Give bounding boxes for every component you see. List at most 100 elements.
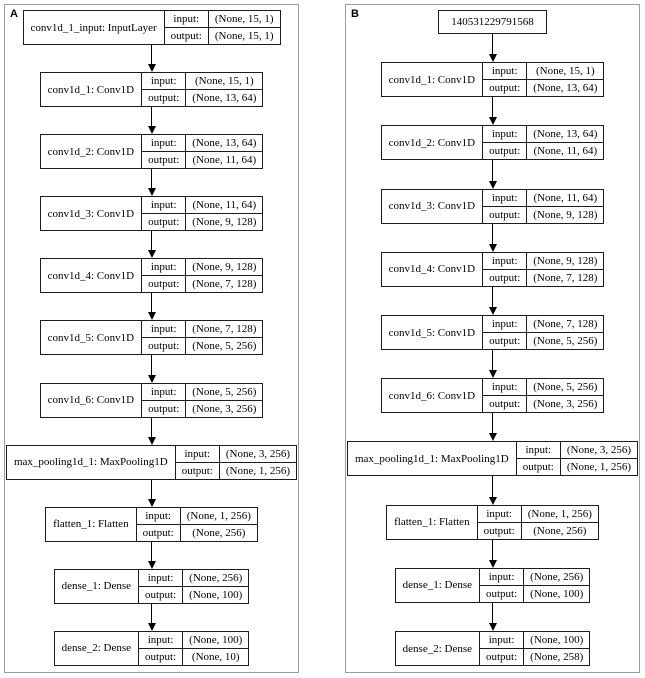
io-label-input: input: [491, 318, 518, 331]
arrowhead-icon [147, 374, 156, 383]
io-shape-output: (None, 258) [523, 648, 590, 666]
io-label-input: input: [145, 509, 171, 522]
io-shape-input: (None, 7, 128) [526, 316, 603, 333]
flow-arrow [488, 34, 497, 63]
io-label-output: output: [139, 647, 183, 665]
arrow-line [492, 223, 493, 245]
layer-name: dense_2: Dense [61, 642, 131, 655]
io-shape-input: (None, 1, 256) [179, 507, 257, 524]
io-label-output: output: [480, 648, 524, 665]
arrow-line [151, 479, 152, 500]
arrow-line [151, 603, 152, 624]
arrowhead-icon [147, 436, 156, 445]
io-shape-input: (None, 3, 256) [218, 445, 296, 462]
io-label-output: output: [136, 523, 180, 541]
io-shape-output: (None, 100) [182, 585, 249, 603]
io-label-output: output: [164, 27, 208, 44]
arrow-line [151, 417, 152, 438]
arrow-line [492, 97, 493, 119]
arrow-line [492, 602, 493, 625]
layer-io-table: input:(None, 100)output:(None, 10) [138, 631, 249, 665]
io-label-output: output: [142, 213, 186, 230]
io-label-output: output: [483, 332, 527, 349]
io-shape-input: (None, 256) [523, 568, 589, 585]
arrow-line [492, 286, 493, 309]
io-shape-output: (None, 7, 128) [185, 275, 263, 293]
io-label-input: input: [491, 128, 518, 141]
flow-arrow [488, 223, 497, 252]
io-shape-output: (None, 1, 256) [559, 458, 638, 476]
layer-name: conv1d_3: Conv1D [388, 200, 476, 213]
arrowhead-icon [488, 559, 497, 568]
arrowhead-icon [488, 54, 497, 63]
arrowhead-icon [488, 243, 497, 252]
io-shape-output: (None, 7, 128) [526, 268, 604, 286]
arrow-line [492, 413, 493, 435]
flow-arrow [488, 350, 497, 379]
flow-arrow [147, 293, 156, 321]
io-label-output: output: [480, 584, 524, 602]
arrow-line [151, 45, 152, 66]
arrowhead-icon [488, 433, 497, 442]
io-label-input: input: [491, 254, 518, 267]
flow-arrow [147, 231, 156, 259]
io-shape-input: (None, 15, 1) [526, 63, 603, 80]
io-shape-output: (None, 11, 64) [185, 151, 263, 169]
arrow-line [492, 34, 493, 56]
io-label-output: output: [142, 399, 186, 417]
flow-arrow [488, 286, 497, 316]
arrowhead-icon [488, 496, 497, 505]
io-label-input: input: [173, 13, 200, 25]
arrowhead-icon [147, 498, 156, 507]
arrow-line [151, 169, 152, 190]
layer-io-table: input:(None, 11, 64)output:(None, 9, 128… [482, 189, 604, 223]
panel-b-label: B [351, 8, 359, 20]
io-shape-output: (None, 1, 256) [218, 461, 297, 479]
io-shape-input: (None, 100) [523, 632, 589, 649]
io-label-input: input: [150, 75, 177, 88]
layer-io-table: input:(None, 13, 64)output:(None, 11, 64… [482, 126, 604, 160]
layer-name: max_pooling1d_1: MaxPooling1D [13, 456, 168, 469]
layer-io-table: input:(None, 13, 64)output:(None, 11, 64… [141, 135, 263, 169]
layer-name: conv1d_6: Conv1D [47, 394, 135, 407]
io-shape-input: (None, 5, 256) [185, 383, 262, 400]
layer-io-table: input:(None, 15, 1)output:(None, 15, 1) [163, 11, 280, 44]
flow-arrow [147, 107, 156, 135]
flow-arrow [147, 417, 156, 445]
arrow-line [151, 541, 152, 562]
io-label-input: input: [184, 447, 211, 460]
arrow-line [492, 350, 493, 372]
layer-io-table: input:(None, 256)output:(None, 100) [479, 568, 590, 602]
flow-arrow [488, 413, 497, 442]
arrow-line [492, 539, 493, 561]
arrowhead-icon [147, 188, 156, 197]
io-label-output: output: [477, 521, 521, 539]
flow-arrow [488, 476, 497, 505]
flow-arrow [147, 169, 156, 197]
layer-io-table: input:(None, 9, 128)output:(None, 7, 128… [482, 252, 604, 286]
layer-name: max_pooling1d_1: MaxPooling1D [354, 452, 509, 465]
io-shape-input: (None, 11, 64) [185, 197, 262, 214]
flow-arrow [147, 479, 156, 507]
layer-name: flatten_1: Flatten [53, 518, 129, 531]
flow-arrow [488, 97, 497, 126]
layer-name: conv1d_5: Conv1D [47, 331, 135, 344]
io-shape-output: (None, 3, 256) [185, 399, 263, 417]
io-shape-output: (None, 3, 256) [526, 395, 604, 413]
arrow-line [151, 293, 152, 314]
